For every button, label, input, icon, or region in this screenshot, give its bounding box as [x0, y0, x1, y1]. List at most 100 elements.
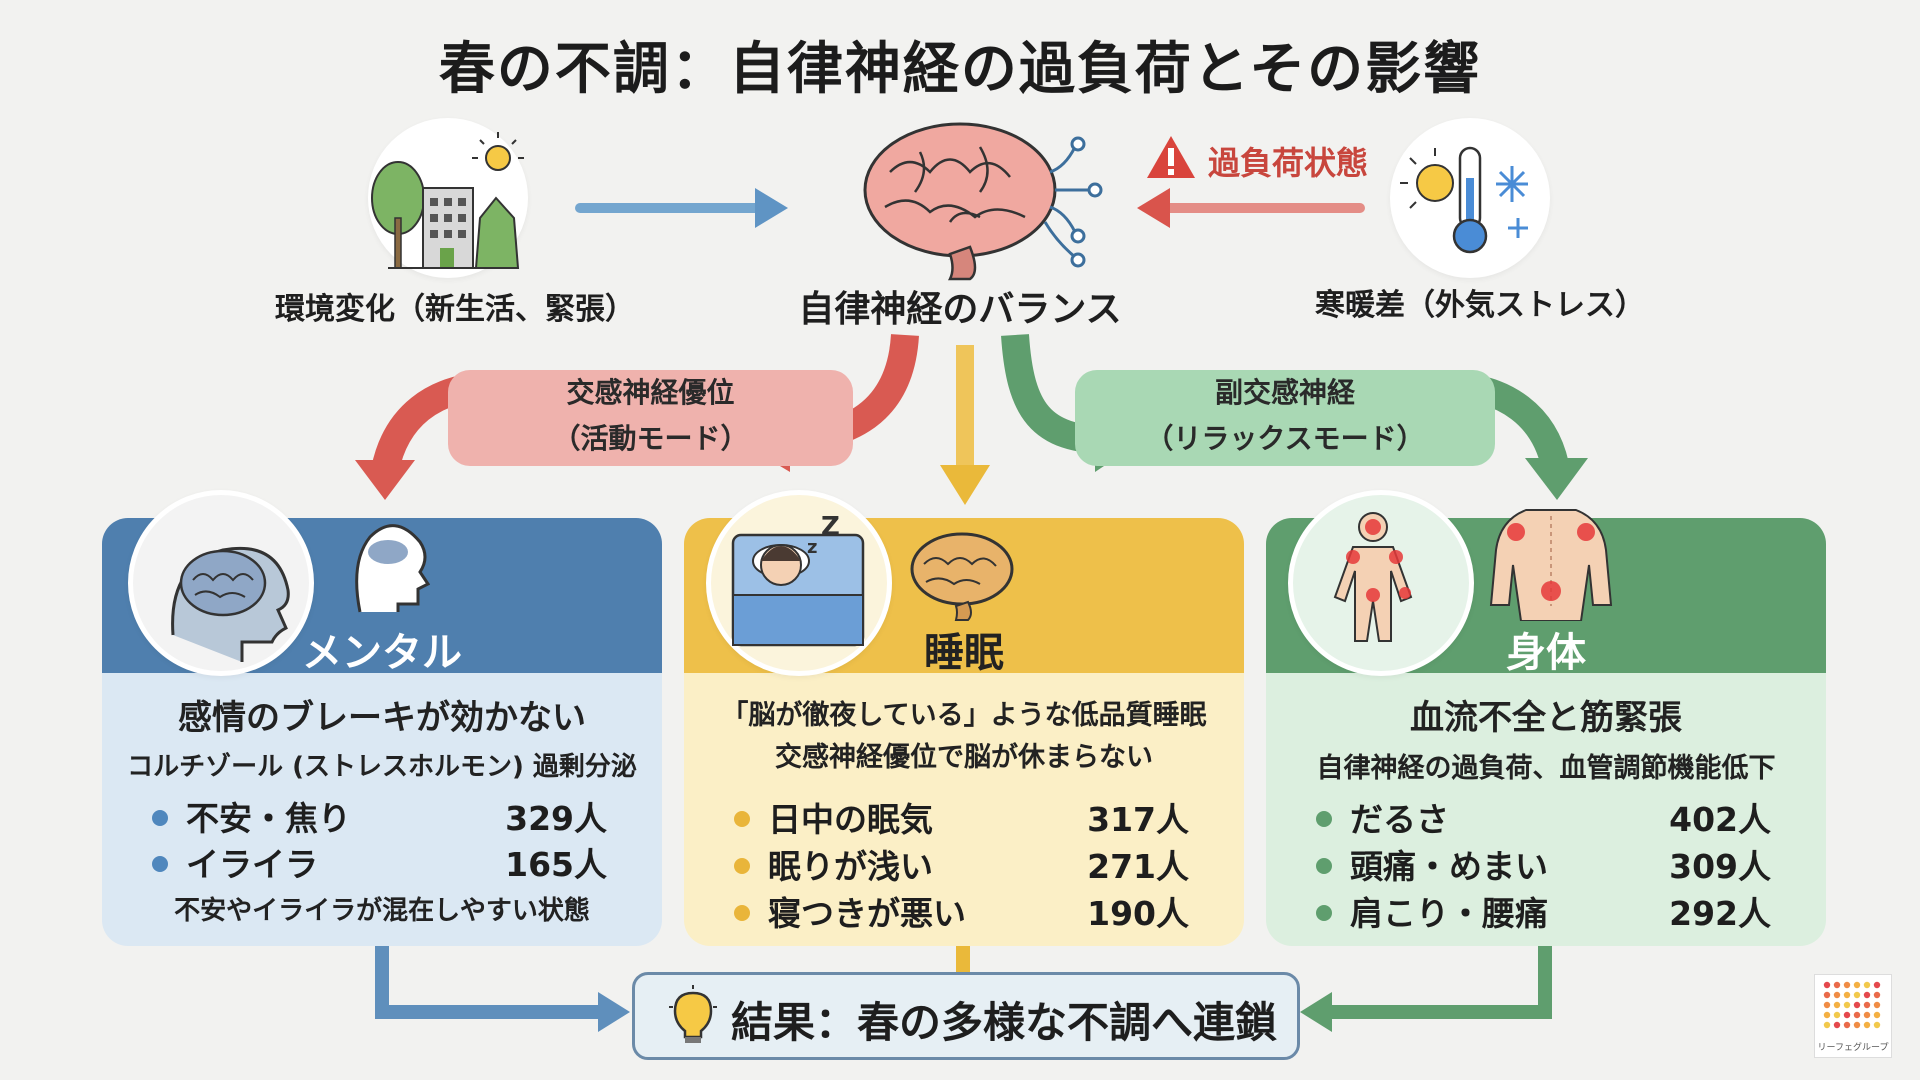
logo-dot: [1863, 991, 1871, 999]
bullet-dot: [734, 810, 750, 827]
body-item: 肩こり・腰痛: [1316, 887, 1548, 935]
mental-card-subtitle: 感情のブレーキが効かない: [178, 698, 586, 738]
result-text: 結果：春の多様な不調へ連鎖: [731, 998, 1278, 1047]
sleep-item-count: 190人: [1087, 894, 1189, 933]
body-card-detail: 自律神経の過負荷、血管調節機能低下: [1316, 753, 1776, 784]
logo-dot: [1823, 981, 1831, 989]
lightbulb-icon: [669, 985, 717, 1043]
logo-dot: [1833, 1021, 1841, 1029]
logo-dot: [1873, 1011, 1881, 1019]
body-item-count: 292人: [1669, 894, 1771, 933]
logo-dot: [1853, 1021, 1861, 1029]
sympathetic-line1: 交感神経優位: [566, 376, 735, 409]
body-item-label: 肩こり・腰痛: [1350, 894, 1548, 933]
mental-card-note: 不安やイライラが混在しやすい状態: [174, 896, 590, 926]
logo-dot: [1843, 1021, 1851, 1029]
logo-dot: [1833, 981, 1841, 989]
city-tree-icon: [371, 132, 524, 269]
body-icon-circle: [1288, 490, 1474, 676]
mental-card-title: メンタル: [302, 630, 462, 676]
body-card-subtitle: 血流不全と筋緊張: [1410, 698, 1682, 738]
logo-dot: [1833, 1001, 1841, 1009]
svg-text:z: z: [807, 537, 817, 558]
logo-dot: [1873, 1001, 1881, 1009]
logo-dot: [1823, 1011, 1831, 1019]
mental-card-body: [102, 673, 662, 946]
sleeping-person-icon: Z z: [731, 512, 865, 647]
brain-icon: [863, 122, 1103, 281]
parasympathetic-line2: （リラックスモード）: [1145, 422, 1425, 455]
logo-dot: [1853, 981, 1861, 989]
result-box: 結果：春の多様な不調へ連鎖: [632, 972, 1300, 1060]
sleep-arrow: [940, 345, 990, 505]
sleep-item-label: 日中の眠気: [768, 800, 933, 839]
mental-item-count: 165人: [505, 845, 607, 884]
mental-to-result-arrow: [375, 945, 600, 1019]
head-brain-icon: [171, 546, 290, 662]
sleep-item-count: 317人: [1087, 800, 1189, 839]
sleep-card-subtitle: 「脳が徹夜している」ような低品質睡眠: [721, 700, 1207, 731]
logo-dot: [1853, 991, 1861, 999]
bullet-dot: [734, 904, 750, 921]
temperature-label: 寒暖差（外気ストレス）: [1315, 288, 1645, 323]
brand-logo: リーフェグループ: [1814, 974, 1892, 1058]
sleep-item-count: 271人: [1087, 847, 1189, 886]
body-item-label: だるさ: [1350, 800, 1449, 839]
sleep-item: 日中の眠気: [734, 793, 933, 841]
mental-card-detail: コルチゾール (ストレスホルモン) 過剰分泌: [127, 752, 637, 782]
body-item: 頭痛・めまい: [1316, 840, 1548, 888]
logo-dot: [1863, 1001, 1871, 1009]
logo-dot: [1843, 1001, 1851, 1009]
logo-dot: [1843, 1011, 1851, 1019]
center-label: 自律神経のバランス: [798, 289, 1122, 330]
bullet-dot: [734, 857, 750, 874]
logo-dot: [1823, 991, 1831, 999]
body-item: だるさ: [1316, 793, 1449, 841]
logo-dot: [1873, 1021, 1881, 1029]
logo-dot: [1833, 1011, 1841, 1019]
sleep-icon-circle: Z z: [706, 490, 892, 676]
body-to-result-arrow: [1330, 945, 1552, 1019]
body-item-count: 402人: [1669, 800, 1771, 839]
temperature-icon-circle: [1390, 118, 1550, 278]
bullet-dot: [1316, 857, 1332, 874]
body-pain-icon: [1333, 512, 1413, 642]
logo-dot: [1843, 981, 1851, 989]
mental-item: 不安・焦り: [152, 792, 351, 840]
sympathetic-mode-box: 交感神経優位 （活動モード）: [448, 370, 853, 466]
mental-icon-circle: [128, 490, 314, 676]
sympathetic-line2: （活動モード）: [552, 422, 749, 455]
logo-dot: [1823, 1021, 1831, 1029]
sleep-item: 寝つきが悪い: [734, 887, 966, 935]
svg-text:Z: Z: [821, 512, 840, 542]
logo-dots-icon: [1823, 981, 1881, 1029]
parasympathetic-line1: 副交感神経: [1214, 376, 1355, 409]
mental-item-count: 329人: [505, 799, 607, 838]
sleep-card-detail: 交感神経優位で脳が休まらない: [775, 742, 1153, 773]
logo-dot: [1823, 1001, 1831, 1009]
body-card-title: 身体: [1506, 630, 1586, 676]
body-item-count: 309人: [1669, 847, 1771, 886]
parasympathetic-mode-box: 副交感神経 （リラックスモード）: [1075, 370, 1495, 466]
sleep-item-label: 寝つきが悪い: [768, 894, 966, 933]
temperature-arrow: [1137, 188, 1365, 228]
bullet-dot: [152, 855, 168, 872]
environment-icon-circle: [368, 118, 528, 278]
logo-dot: [1833, 991, 1841, 999]
environment-arrow: [575, 188, 788, 228]
body-item-label: 頭痛・めまい: [1350, 847, 1548, 886]
logo-dot: [1863, 1011, 1871, 1019]
environment-label: 環境変化（新生活、緊張）: [275, 292, 635, 327]
logo-text: リーフェグループ: [1817, 1043, 1889, 1053]
brain-small-icon: [910, 532, 1014, 621]
mental-item-label: 不安・焦り: [186, 799, 351, 838]
mental-item: イライラ: [152, 838, 318, 886]
logo-dot: [1873, 981, 1881, 989]
logo-dot: [1863, 1021, 1871, 1029]
logo-dot: [1843, 991, 1851, 999]
logo-dot: [1853, 1011, 1861, 1019]
sleep-item-label: 眠りが浅い: [768, 847, 933, 886]
bullet-dot: [1316, 810, 1332, 827]
overload-label: 過負荷状態: [1208, 144, 1369, 182]
